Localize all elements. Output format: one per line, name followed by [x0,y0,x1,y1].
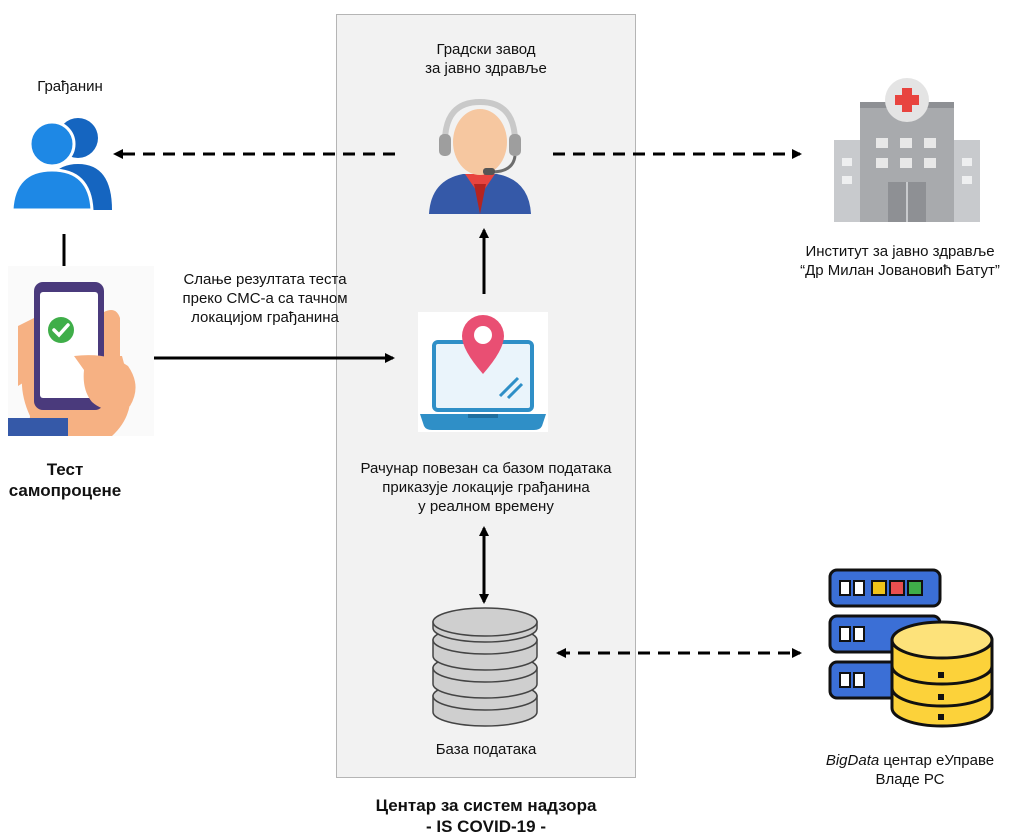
self-test-label-line2: самопроцене [8,481,122,500]
bigdata-label-line2: Владе РС [875,771,945,788]
hospital-building-icon [834,78,980,222]
operator-headset-icon [429,98,531,214]
server-database-icon [828,568,994,728]
institute-label-line2: “Др Милан Јовановић Батут” [800,262,1000,279]
phone-check-icon [8,266,154,436]
bigdata-label-italic: BigData [825,752,880,769]
center-title-line1: Центар за систем надзора [375,796,597,815]
citizen-label: Грађанин [37,78,103,95]
self-test-label: Тест самопроцене [0,459,130,501]
sms-label-line1: Слање резултата теста [183,271,347,288]
self-test-label-line1: Тест [46,460,84,479]
dispatch-label-line1: Градски завод [436,41,536,58]
computer-label-line2: приказује локације грађанина [382,479,590,496]
bigdata-label-line1: BigData центар еУправе [798,751,1022,770]
database-label: База података [435,741,537,758]
bigdata-label: BigData центар еУправе Владе РС [798,751,1022,789]
users-icon [12,118,112,212]
computer-label-line1: Рачунар повезан са базом података [360,460,612,477]
database-icon [432,607,538,727]
institute-label-line1: Институт за јавно здравље [805,243,995,260]
center-title: Центар за систем надзора - IS COVID-19 - [336,795,636,837]
bigdata-label-rest: центар еУправе [879,752,995,769]
institute-label: Институт за јавно здравље “Др Милан Јова… [780,242,1020,280]
sms-label: Слање резултата теста преко СМС-а са тач… [140,270,390,327]
center-title-line2: - IS COVID-19 - [426,817,546,836]
computer-label-line3: у реалном времену [418,498,554,515]
sms-label-line2: преко СМС-а са тачном [182,290,348,307]
laptop-location-icon [418,312,548,432]
sms-label-line3: локацијом грађанина [191,309,339,326]
dispatch-label: Градски завод за јавно здравље [386,40,586,78]
dispatch-label-line2: за јавно здравље [425,60,547,77]
computer-label: Рачунар повезан са базом података приказ… [336,459,636,516]
